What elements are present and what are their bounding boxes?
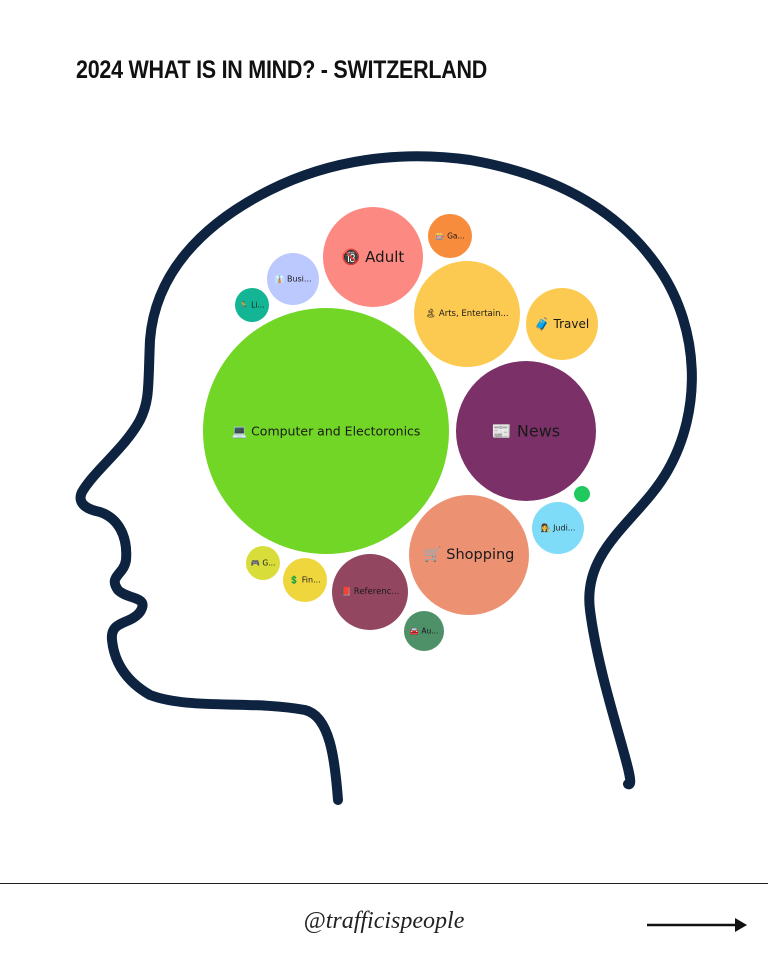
bubble-label-4: 🔞 Adult [342, 248, 405, 266]
bubble-5[interactable] [526, 288, 598, 360]
bubble-4[interactable] [323, 207, 423, 307]
bubble-1[interactable] [456, 361, 596, 501]
bubble-label-6: 📕 Referenc... [341, 586, 400, 597]
bubble-label-12: 🎮 G... [251, 559, 276, 568]
bubble-label-0: 💻 Computer and Electoronics [232, 424, 421, 439]
bubble-6[interactable] [332, 554, 408, 630]
bubble-10[interactable] [428, 214, 472, 258]
bubble-label-9: 💲 Fin... [289, 575, 320, 585]
bubble-label-8: 👔 Busi... [274, 274, 311, 284]
bubble-label-13: 🏃 Li... [239, 301, 264, 310]
account-handle: @trafficispeople [303, 908, 465, 934]
bubble-0[interactable] [203, 308, 449, 554]
bubble-11[interactable] [404, 611, 444, 651]
bubble-label-7: 👩‍⚖️ Judi... [541, 523, 576, 533]
bubble-label-5: 🧳 Travel [535, 317, 589, 331]
bubble-7[interactable] [532, 502, 584, 554]
bubble-label-10: 🎰 Ga... [435, 232, 464, 241]
bubble-label-3: 🏝 Arts, Entertain... [425, 308, 508, 319]
bubble-13[interactable] [235, 288, 269, 322]
head-bubble-chart: 💻 Computer and Electoronics 📰 News 🛒 Shopp… [75, 151, 697, 805]
page-title: 2024 WHAT IS IN MIND? - SWITZERLAND [76, 56, 488, 84]
bubble-9[interactable] [283, 558, 327, 602]
bubble-14[interactable] [574, 486, 590, 502]
head-outline [75, 151, 697, 805]
bubble-8[interactable] [267, 253, 319, 305]
next-arrow-icon[interactable] [645, 914, 749, 936]
bubble-label-1: 📰 News [492, 422, 560, 441]
bubble-12[interactable] [246, 546, 280, 580]
bubble-label-11: 🚘 Au... [410, 627, 439, 636]
bubble-2[interactable] [409, 495, 529, 615]
footer-divider [0, 883, 768, 884]
bubble-3[interactable] [414, 261, 520, 367]
bubble-label-2: 🛒 Shopping [424, 545, 515, 563]
